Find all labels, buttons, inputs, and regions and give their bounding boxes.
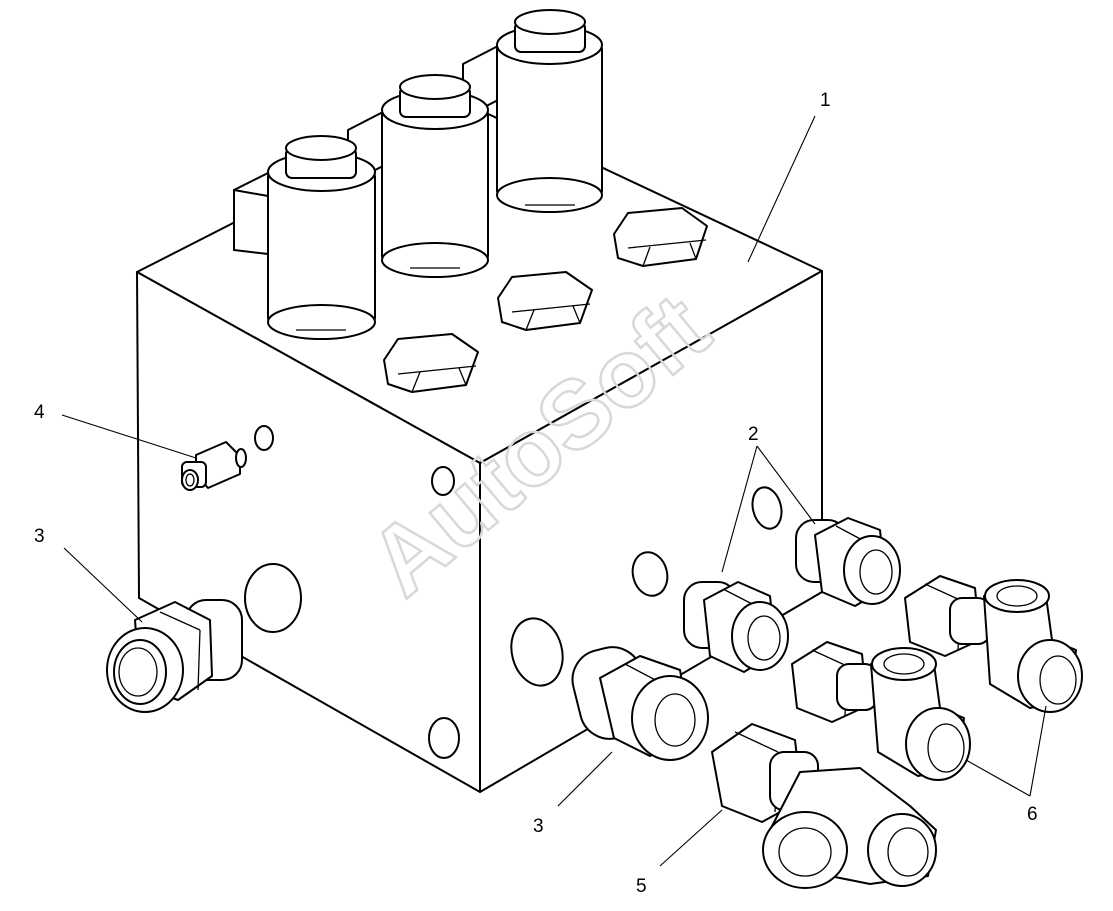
- callout-2: 2: [748, 424, 759, 445]
- hex-plug: [613, 207, 708, 267]
- hex-plug: [497, 271, 593, 331]
- port-hole: [631, 551, 669, 597]
- leader-lines: [61, 115, 1047, 867]
- adapter-fitting-upper: [795, 517, 901, 607]
- straight-fitting-center: [571, 646, 709, 761]
- adapter-fitting-lower: [683, 581, 789, 673]
- port-hole: [254, 425, 274, 451]
- callout-4: 4: [34, 402, 45, 423]
- straight-fitting-left: [106, 599, 243, 713]
- callout-1: 1: [820, 90, 831, 111]
- leader-5: [659, 809, 723, 867]
- callout-numbers: 1 2 3 3 4 5 6: [34, 90, 1038, 897]
- leader-1: [747, 115, 816, 263]
- leader-3a: [63, 547, 143, 623]
- callout-5: 5: [636, 876, 647, 897]
- leader-4: [61, 414, 197, 459]
- port-hole: [244, 563, 302, 633]
- leader-2b: [756, 445, 816, 525]
- port-hole: [751, 486, 783, 530]
- leader-6a: [965, 759, 1031, 797]
- callout-3-bottom: 3: [533, 816, 544, 837]
- port-hole: [431, 466, 455, 496]
- port-holes: [244, 425, 783, 759]
- leader-6b: [1029, 705, 1047, 797]
- solenoid-coil-3: [462, 9, 603, 213]
- callout-6: 6: [1027, 804, 1038, 825]
- elbow-fitting-lower: [791, 641, 971, 781]
- elbow-fitting-upper: [904, 575, 1083, 713]
- callout-3-left: 3: [34, 526, 45, 547]
- grease-nipple: [181, 441, 247, 491]
- leader-2a: [721, 445, 758, 573]
- leader-3b: [557, 751, 613, 807]
- solenoid-coil-1: [233, 135, 376, 340]
- hex-plug: [383, 333, 479, 393]
- port-hole: [510, 617, 564, 687]
- port-hole: [428, 717, 460, 759]
- tee-fitting: [711, 723, 937, 889]
